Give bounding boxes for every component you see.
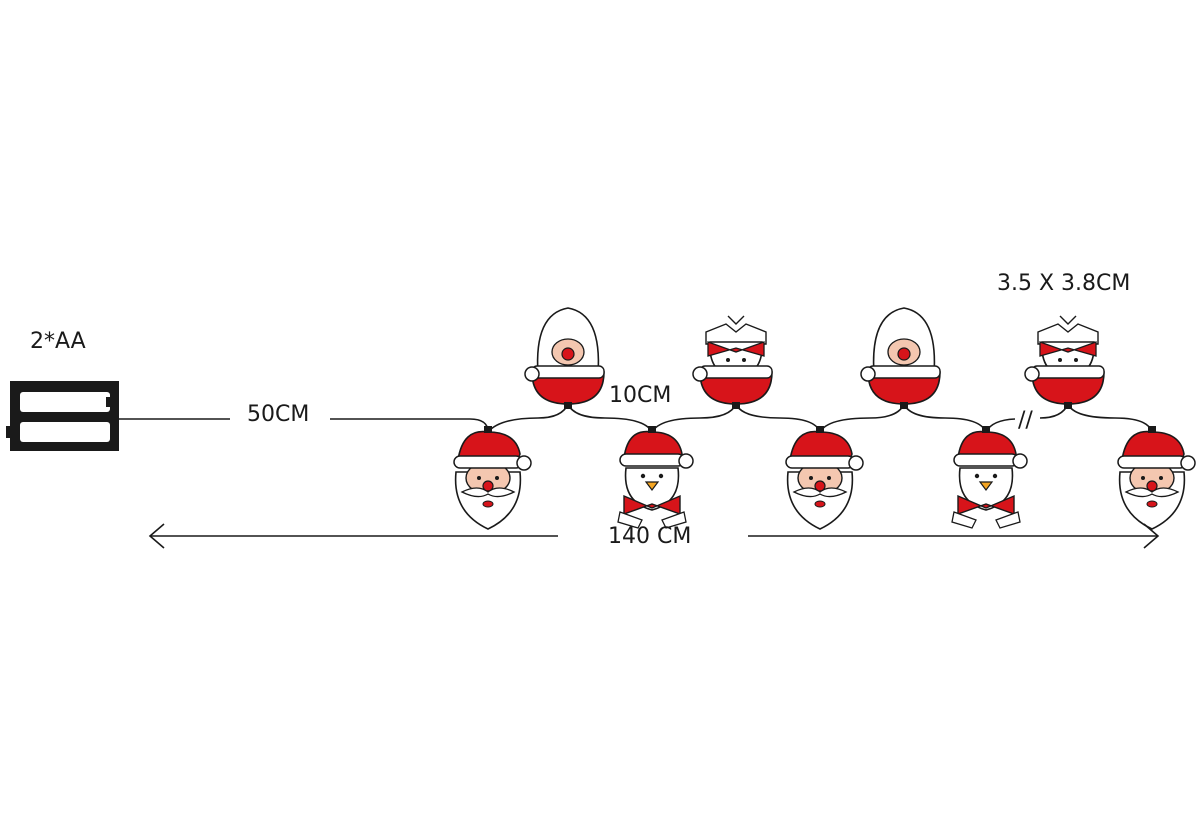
figure-size-label: 3.5 X 3.8CM xyxy=(997,271,1131,296)
figure-santa-hat-1 xyxy=(453,426,532,530)
total-length-label: 140 CM xyxy=(608,524,692,549)
figure-penguin-hat-7 xyxy=(951,426,1028,529)
figures-group xyxy=(453,307,1196,530)
break-mark: // xyxy=(1018,408,1033,433)
figure-santa-hat-9 xyxy=(1117,426,1196,530)
figure-santa-hat-5 xyxy=(785,426,864,530)
battery-label: 2*AA xyxy=(30,329,86,354)
figure-penguin-bag-8 xyxy=(1024,315,1105,409)
figure-santa-bag-6 xyxy=(860,307,941,409)
lead-length-label: 50CM xyxy=(247,402,310,427)
total-length-arrow xyxy=(148,523,1160,549)
figure-santa-bag-2 xyxy=(524,307,605,409)
garland-wire xyxy=(469,403,1153,433)
figure-penguin-hat-3 xyxy=(617,426,694,529)
figure-penguin-bag-4 xyxy=(692,315,773,409)
battery-box xyxy=(6,381,119,451)
spacing-label: 10CM xyxy=(609,383,672,408)
